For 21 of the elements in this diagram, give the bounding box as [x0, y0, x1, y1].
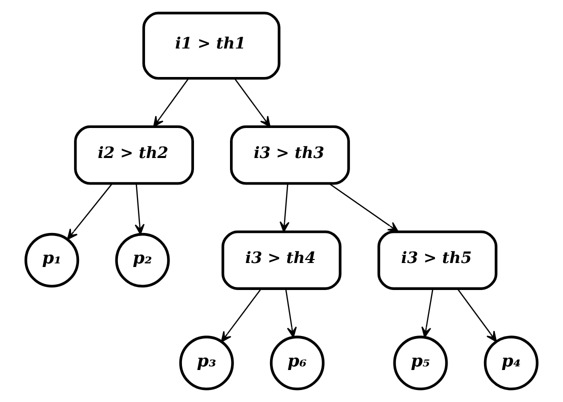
node-circle: p₄ — [484, 336, 538, 390]
node-circle: p₁ — [24, 232, 80, 288]
node-box: i2 > th2 — [74, 125, 194, 185]
arrow — [153, 78, 190, 128]
node-box: i3 > th5 — [377, 230, 498, 290]
arrow — [280, 184, 290, 232]
node-box: i1 > th1 — [142, 12, 280, 80]
node-circle: p₂ — [115, 232, 170, 288]
arrow — [457, 288, 497, 342]
node-circle: p₃ — [179, 336, 234, 390]
arrow — [328, 183, 399, 232]
node-box: i3 > th4 — [222, 230, 342, 290]
node-circle: p₆ — [270, 336, 325, 390]
node-circle: p₅ — [393, 336, 448, 390]
arrow — [67, 183, 112, 240]
arrow — [220, 288, 262, 342]
arrow — [234, 78, 270, 128]
node-box: i3 > th3 — [230, 125, 350, 185]
arrow — [134, 184, 145, 235]
arrow — [421, 288, 434, 338]
arrow — [285, 288, 297, 338]
